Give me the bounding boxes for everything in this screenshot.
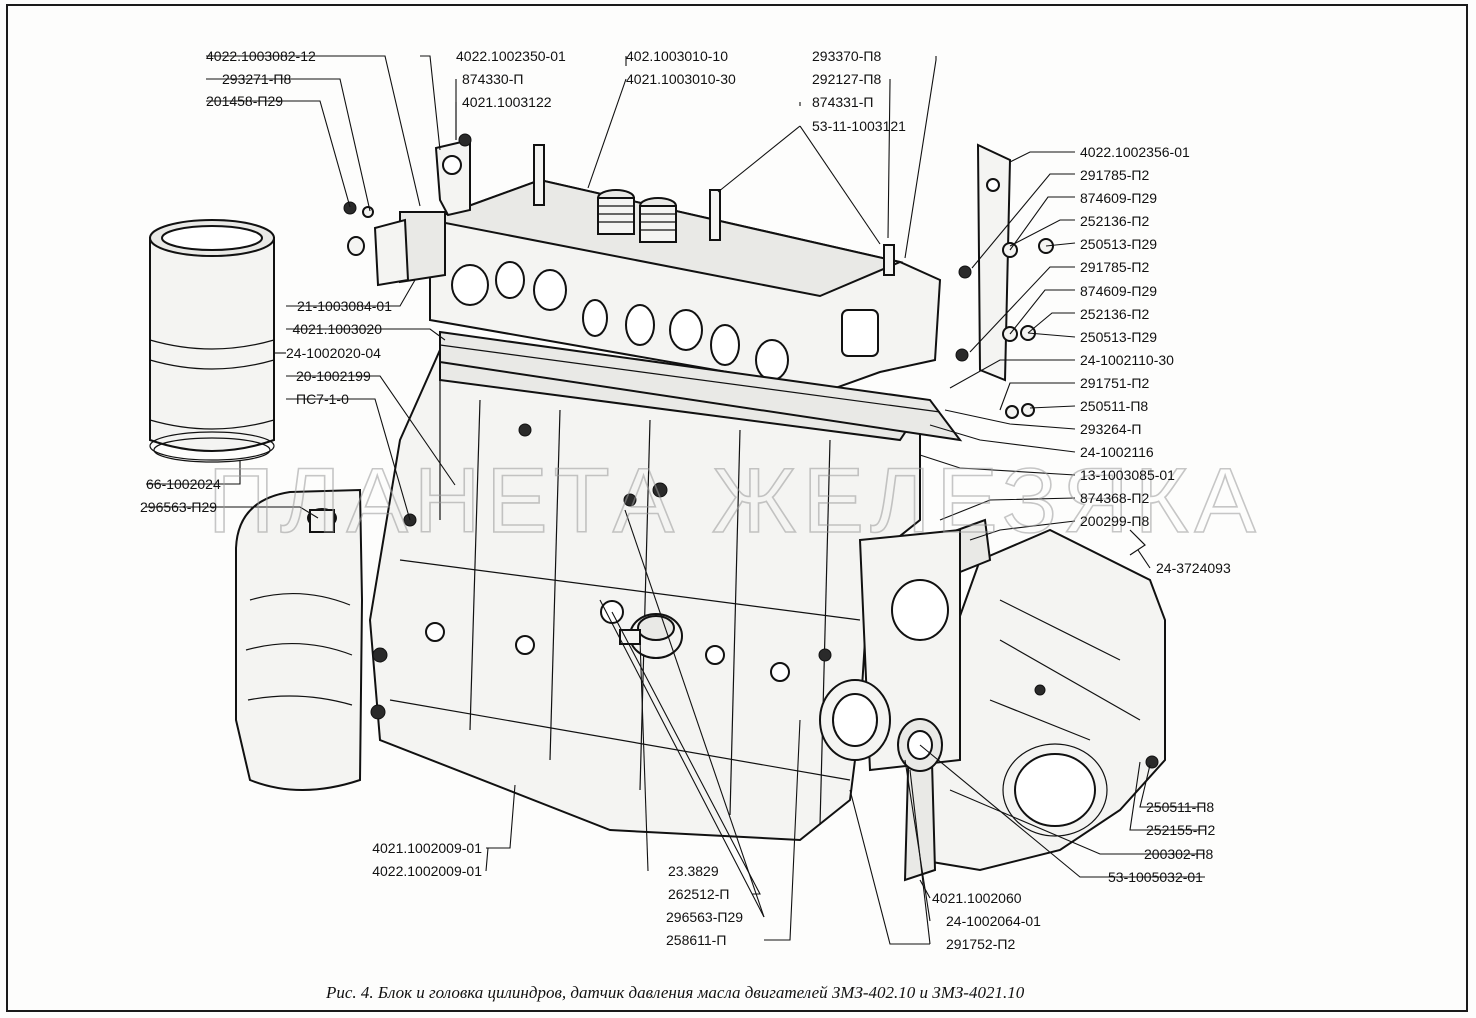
part-label: 291785-П2: [1080, 167, 1149, 183]
part-label: 4021.1002009-01: [372, 840, 482, 856]
part-label: 252136-П2: [1080, 306, 1149, 322]
part-label: 201458-П29: [206, 93, 283, 109]
head-gasket: [439, 330, 963, 442]
part-label: 293264-П: [1080, 421, 1141, 437]
cylinder-head: [426, 133, 942, 392]
part-label: 250511-П8: [1146, 799, 1214, 815]
part-label: 24-1002116: [1080, 444, 1154, 460]
part-labels: 4022.1003082-12 293271-П8 201458-П29 402…: [140, 48, 1231, 952]
part-label: 53-1005032-01: [1108, 869, 1203, 885]
figure-caption: Рис. 4. Блок и головка цилиндров, датчик…: [325, 983, 1025, 1002]
cylinder-liner: [149, 219, 275, 463]
part-label: 262512-П: [668, 886, 729, 902]
part-label: 24-1002064-01: [946, 913, 1041, 929]
thermostat-housing: [343, 201, 446, 287]
part-label: 21-1003084-01: [297, 298, 392, 314]
part-label: 402.1003010-10: [626, 48, 728, 64]
part-label: 874609-П29: [1080, 283, 1157, 299]
part-label: 4022.1002009-01: [372, 863, 482, 879]
part-label: 53-11-1003121: [812, 118, 906, 134]
watermark-text: ПЛАНЕТА ЖЕЛЕЗЯКА: [208, 450, 1262, 552]
part-label: 293370-П8: [812, 48, 881, 64]
part-label: 24-1002110-30: [1080, 352, 1174, 368]
part-label: 24-1002020-04: [286, 345, 381, 361]
part-label: 874331-П: [812, 94, 873, 110]
part-label: 4022.1002350-01: [456, 48, 566, 64]
part-label: 291752-П2: [946, 936, 1015, 952]
part-label: 293271-П8: [222, 71, 291, 87]
part-label: 250513-П29: [1080, 329, 1157, 345]
part-label: ПС7-1-0: [296, 391, 349, 407]
part-label: 4021.1003010-30: [626, 71, 736, 87]
part-label: 200299-П8: [1080, 513, 1149, 529]
part-label: 4021.1003020: [292, 321, 382, 337]
part-label: 66-1002024: [146, 476, 221, 492]
part-label: 200302-П8: [1144, 846, 1213, 862]
leader-lines: [146, 55, 1205, 945]
part-label: 296563-П29: [666, 909, 743, 925]
part-label: 252136-П2: [1080, 213, 1149, 229]
part-label: 23.3829: [668, 863, 719, 879]
part-label: 874609-П29: [1080, 190, 1157, 206]
part-label: 258611-П: [666, 932, 726, 948]
part-label: 874368-П2: [1080, 490, 1149, 506]
part-label: 4022.1002356-01: [1080, 144, 1190, 160]
part-label: 250513-П29: [1080, 236, 1157, 252]
part-label: 252155-П2: [1146, 822, 1215, 838]
part-label: 291785-П2: [1080, 259, 1149, 275]
part-label: 20-1002199: [296, 368, 371, 384]
part-label: 4021.1003122: [462, 94, 552, 110]
part-label: 292127-П8: [812, 71, 881, 87]
oil-pressure-sensor: [619, 613, 683, 659]
part-label: 13-1003085-01: [1080, 467, 1175, 483]
front-seal: [819, 528, 1146, 772]
part-label: 291751-П2: [1080, 375, 1149, 391]
cylinder-block: [368, 348, 922, 842]
page-border: [6, 4, 1468, 1012]
part-label: 874330-П: [462, 71, 523, 87]
oil-filler-pipe: [235, 488, 364, 791]
part-label: 250511-П8: [1080, 398, 1148, 414]
part-label: 24-3724093: [1156, 560, 1231, 576]
part-label: 4022.1003082-12: [206, 48, 316, 64]
part-label: 4021.1002060: [932, 890, 1022, 906]
part-label: 296563-П29: [140, 499, 217, 515]
